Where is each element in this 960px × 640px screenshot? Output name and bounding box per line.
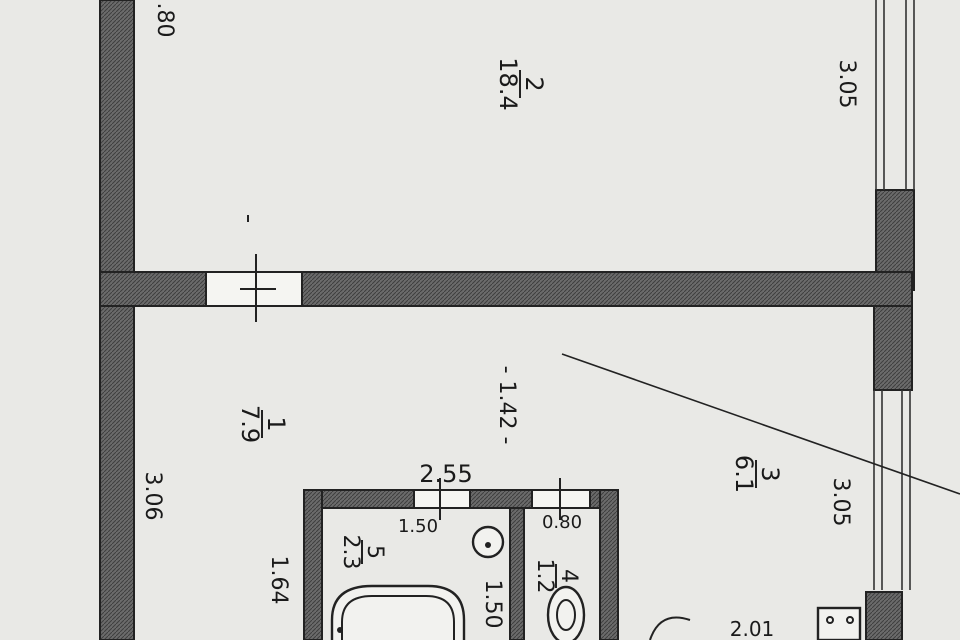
room-2-area: 18.4 xyxy=(494,57,522,110)
room-1-number: 1 xyxy=(262,416,290,431)
left-exterior-wall xyxy=(99,0,135,640)
dim-top-left: .80 xyxy=(152,3,177,38)
dim-left-bottom: 3.06 xyxy=(140,472,165,521)
room-1-label: 1 7.9 xyxy=(236,405,290,443)
dim-bath-inner: 1.50 xyxy=(398,516,438,537)
room-5-area: 2.3 xyxy=(338,535,363,570)
partition-wall-left xyxy=(99,271,207,307)
room-4-label: 4 1.2 xyxy=(532,559,581,594)
toilet-bowl xyxy=(556,599,576,631)
partition-wall-right xyxy=(301,271,913,307)
window-upper xyxy=(875,0,915,190)
corner-arc xyxy=(649,616,691,640)
room-1-area: 7.9 xyxy=(236,405,264,443)
bath-wall-left xyxy=(303,489,323,640)
bath-wall-top-mid xyxy=(469,489,533,509)
dim-corridor: - 1.42 - xyxy=(494,366,519,445)
right-wall-bottom xyxy=(865,591,903,640)
dim-left-small: 1.64 xyxy=(266,556,291,605)
room-3-area: 6.1 xyxy=(730,455,758,493)
right-wall-middle xyxy=(873,299,913,391)
dim-wc-inner: 0.80 xyxy=(542,512,582,533)
leader-line xyxy=(561,353,960,495)
dim-right-top: 3.05 xyxy=(834,60,859,109)
wc-wall-right xyxy=(599,489,619,640)
bath-door-opening xyxy=(413,489,471,509)
bathtub-inner xyxy=(341,595,455,640)
dim-bath-depth: 1.50 xyxy=(480,580,505,629)
room-3-label: 3 6.1 xyxy=(730,455,784,493)
room-5-label: 5 2.3 xyxy=(338,535,387,570)
bathtub-icon xyxy=(330,584,466,640)
toilet-icon xyxy=(546,585,586,640)
dim-bottom-right: 2.01 xyxy=(730,617,775,640)
room-3-number: 3 xyxy=(756,466,784,481)
bath-wc-divider xyxy=(509,507,525,640)
sink-drain xyxy=(485,542,491,548)
bath-drain xyxy=(337,627,343,633)
room-2-label: 2 18.4 xyxy=(494,57,548,110)
stove-burner-2 xyxy=(846,616,854,624)
room-4-area: 1.2 xyxy=(532,559,557,594)
room-4-number: 4 xyxy=(556,569,581,583)
dim-right-bottom: 3.05 xyxy=(828,478,853,527)
room-2-number: 2 xyxy=(520,76,548,91)
window-lower xyxy=(873,390,911,590)
stove-burner xyxy=(826,616,834,624)
room-5-number: 5 xyxy=(362,545,387,559)
dim-bath-width: 2.55 xyxy=(419,460,472,488)
stove-icon xyxy=(816,606,862,640)
